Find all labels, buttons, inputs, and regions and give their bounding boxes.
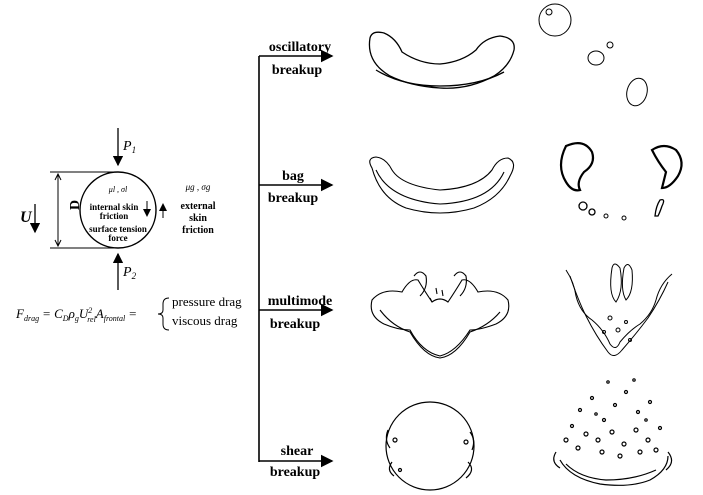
viscous-drag-term: viscous drag <box>172 313 238 328</box>
regime-shear-line2: breakup <box>270 465 321 480</box>
shear-early-shape <box>386 402 474 490</box>
regime-bag-line2: breakup <box>268 191 319 206</box>
bag-early-shape <box>370 157 514 213</box>
pressure-bottom-label: P2 <box>122 265 137 281</box>
regime-oscillatory-line2: breakup <box>272 63 323 78</box>
oscillatory-early-shape <box>369 32 514 88</box>
droplet-schematic: P1 D U μl , σl internal skin friction su… <box>20 128 216 290</box>
regime-oscillatory-line1: oscillatory <box>269 40 331 55</box>
multimode-early-shape <box>371 272 509 358</box>
regime-multimode-line2: breakup <box>270 317 321 332</box>
external-friction-label-3: friction <box>182 225 214 236</box>
external-friction-label-1: external <box>181 201 216 212</box>
diameter-label: D <box>68 200 83 210</box>
liquid-props: μl , σl <box>108 185 128 194</box>
internal-friction-label-2: friction <box>100 211 129 221</box>
oscillatory-late-shape <box>539 4 650 108</box>
surface-tension-label-2: force <box>108 233 127 243</box>
external-friction-label-2: skin <box>189 213 207 224</box>
gas-props: μg , σg <box>185 182 211 192</box>
shear-late-shape <box>554 379 672 486</box>
multimode-late-shape <box>566 264 672 356</box>
bag-late-shape <box>561 143 682 220</box>
regime-multimode-line1: multimode <box>268 294 333 309</box>
velocity-label: U <box>20 209 33 226</box>
regime-bag-line1: bag <box>282 169 304 184</box>
pressure-top-label: P1 <box>122 139 136 155</box>
regime-shear-line1: shear <box>281 444 314 459</box>
equation-brace <box>158 298 169 330</box>
regime-branches: oscillatory breakup bag breakup multimod… <box>259 40 332 480</box>
pressure-drag-term: pressure drag <box>172 294 242 309</box>
